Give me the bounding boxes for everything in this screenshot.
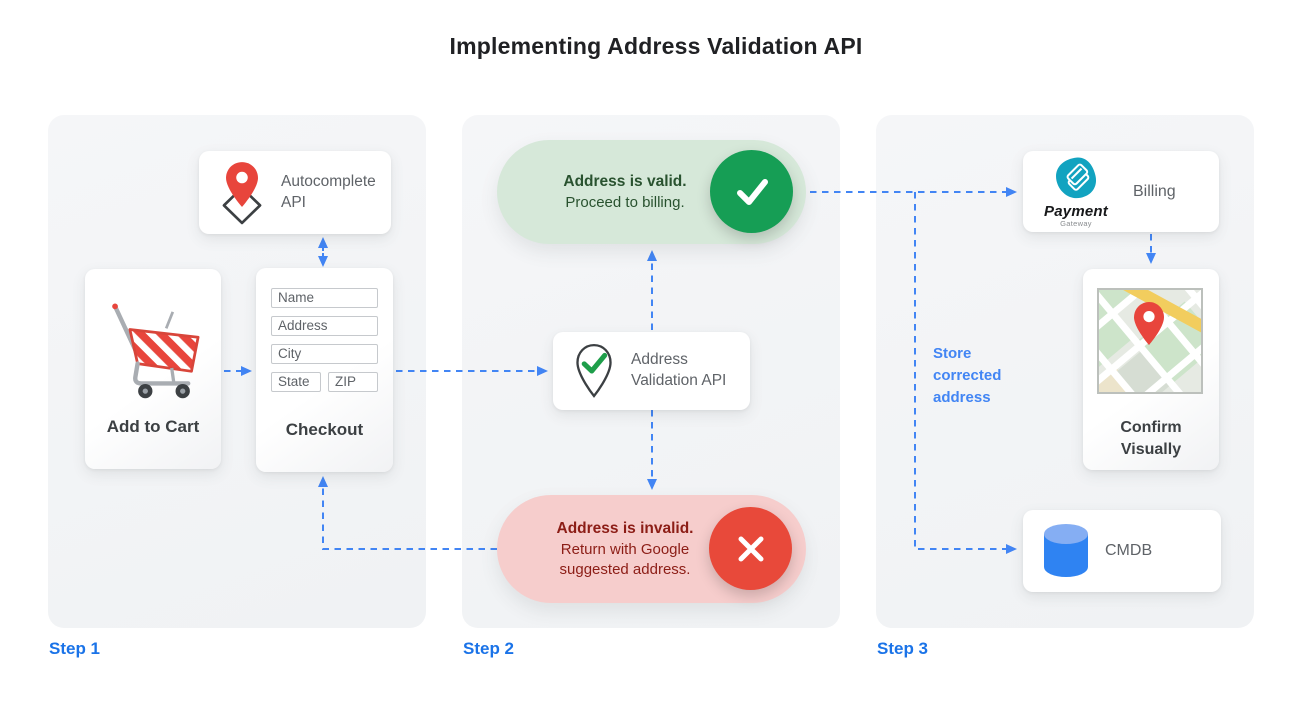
invalid-banner-subtitle-line2: suggested address. — [559, 560, 691, 578]
invalid-banner-subtitle-line1: Return with Google — [560, 540, 690, 558]
map-thumbnail — [1018, 213, 1268, 454]
checkout-field-state: State — [271, 372, 321, 392]
valid-banner-title: Address is valid. — [563, 173, 687, 191]
add-to-cart-label: Add to Cart — [106, 417, 200, 436]
invalid-banner-title: Address is invalid. — [556, 519, 694, 537]
step2-label: Step 2 — [463, 639, 515, 658]
payment-gateway-logo-subtitle: Gateway — [1060, 218, 1092, 228]
store-note-line3: address — [933, 388, 991, 406]
database-icon — [1044, 524, 1088, 577]
step1-label: Step 1 — [49, 639, 101, 658]
checkout-label: Checkout — [285, 420, 364, 439]
store-note-line1: Store — [933, 345, 972, 362]
check-icon — [710, 150, 793, 233]
checkout-field-address: Address — [271, 316, 378, 336]
address-valid-banner: Address is valid. Proceed to billing. — [497, 140, 806, 244]
autocomplete-api-card: Autocomplete API — [199, 151, 391, 234]
checkout-field-zip: ZIP — [328, 372, 378, 392]
billing-label: Billing — [1133, 182, 1176, 200]
address-validation-api-card: Address Validation API — [553, 332, 750, 410]
payment-gateway-logo: Payment Gateway — [1039, 156, 1113, 228]
validation-api-label-line1: Address — [631, 351, 688, 369]
validation-api-label-line2: Validation API — [631, 372, 727, 389]
payment-gateway-logo-title: Payment — [1044, 202, 1108, 220]
add-to-cart-card: Add to Cart — [85, 269, 221, 469]
valid-banner-subtitle: Proceed to billing. — [565, 193, 685, 211]
checkout-card: Name Address City State ZIP Checkout — [256, 268, 393, 472]
cmdb-card: CMDB — [1023, 510, 1221, 592]
cmdb-label: CMDB — [1105, 542, 1153, 560]
confirm-visually-label-line2: Visually — [1120, 440, 1182, 458]
billing-card: Payment Gateway Billing — [1023, 151, 1219, 232]
step3-label: Step 3 — [877, 639, 929, 658]
checkout-field-name: Name — [271, 288, 378, 308]
checkout-field-city: City — [271, 344, 378, 364]
shopping-cart-icon — [112, 303, 200, 399]
x-icon — [709, 507, 792, 590]
autocomplete-api-label-line2: API — [281, 193, 306, 211]
store-note-line2: corrected — [933, 366, 1002, 384]
address-invalid-banner: Address is invalid. Return with Google s… — [497, 495, 806, 603]
store-corrected-address-note: Store corrected address — [933, 343, 1001, 408]
map-pin-diamond-icon — [222, 161, 262, 224]
pin-check-icon — [576, 343, 612, 398]
diagram-title: Implementing Address Validation API — [449, 33, 863, 59]
confirm-visually-label-line1: Confirm — [1120, 419, 1182, 436]
confirm-visually-card: Confirm Visually — [1018, 213, 1268, 470]
autocomplete-api-label-line1: Autocomplete — [281, 172, 376, 190]
